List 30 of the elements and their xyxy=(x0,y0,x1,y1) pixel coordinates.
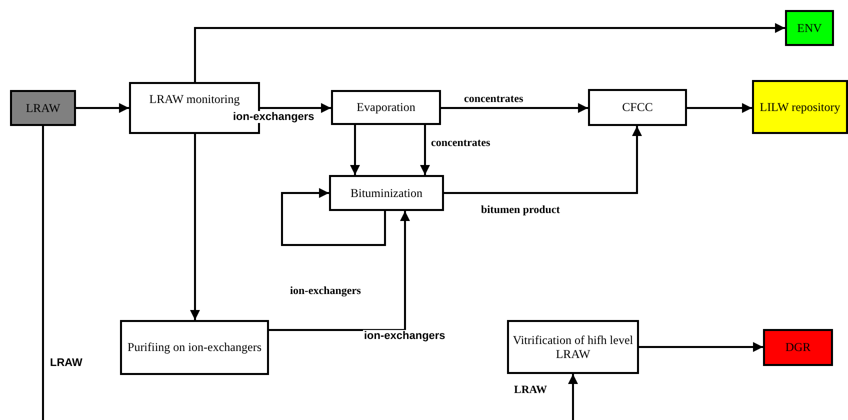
flow-label: ion-exchangers xyxy=(289,285,362,297)
process-box: Vitrification of hifh level LRAW xyxy=(507,320,639,374)
arrow xyxy=(687,103,752,113)
edge-label: bitumen product xyxy=(480,204,561,216)
edge-label: concentrates xyxy=(430,137,492,149)
arrow xyxy=(190,134,200,320)
destination-box: DGR xyxy=(763,329,833,366)
arrow xyxy=(194,23,785,82)
process-box: Bituminization xyxy=(329,175,444,211)
flow-label: LRAW xyxy=(513,384,548,396)
arrow xyxy=(639,342,763,352)
source-box: LRAW xyxy=(10,90,76,126)
arrow xyxy=(269,211,410,331)
arrow xyxy=(420,125,430,175)
arrow xyxy=(441,103,588,113)
flow-label: LRAW xyxy=(49,357,84,369)
process-box: Evaporation xyxy=(331,90,441,125)
flow-label: ion-exchangers xyxy=(363,330,446,342)
flow-label: ion-exchangers xyxy=(232,111,316,123)
edge-label: concentrates xyxy=(463,93,524,105)
arrow xyxy=(281,188,386,246)
repository-box: LILW repository xyxy=(752,80,848,134)
arrow xyxy=(350,125,360,175)
process-box: Purifiing on ion-exchangers xyxy=(120,320,269,375)
arrow xyxy=(260,103,331,113)
destination-box: ENV xyxy=(785,10,834,46)
process-box: CFCC xyxy=(588,89,687,126)
arrow xyxy=(568,374,578,420)
arrow xyxy=(444,126,642,194)
arrow xyxy=(76,103,129,113)
